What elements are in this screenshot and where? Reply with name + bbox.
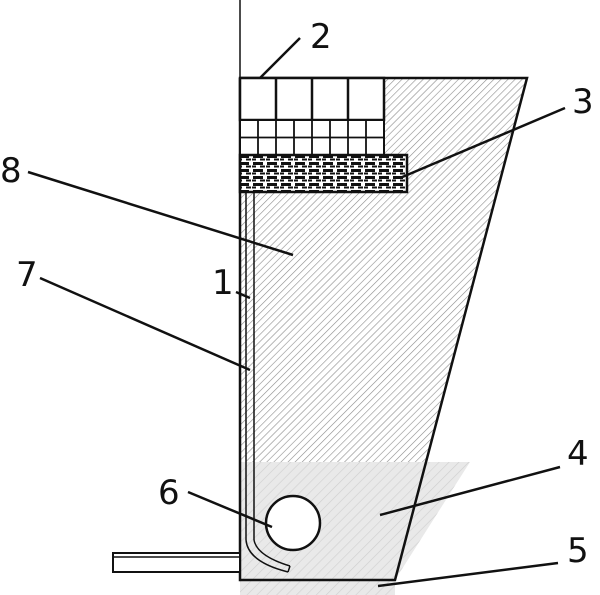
top-block-row <box>238 76 386 122</box>
leader-8 <box>27 170 294 257</box>
leader-6 <box>187 490 273 529</box>
membrane-sheet <box>245 192 291 573</box>
callout-7: 7 <box>16 255 38 295</box>
leader-1 <box>235 290 251 300</box>
callout-6: 6 <box>158 473 180 513</box>
grid-layer <box>239 119 385 156</box>
leader-3 <box>399 106 566 180</box>
callout-4: 4 <box>567 434 589 474</box>
leader-2 <box>259 37 301 79</box>
base-strip <box>240 578 395 595</box>
callout-2: 2 <box>310 17 332 57</box>
callout-5: 5 <box>567 531 589 571</box>
leader-7 <box>39 276 251 372</box>
brick-layer <box>238 153 409 194</box>
leader-4 <box>379 465 561 517</box>
body-outline <box>238 76 529 582</box>
callout-3: 3 <box>572 82 594 122</box>
external-slab <box>112 552 241 573</box>
backfill-body <box>240 78 527 580</box>
drain-pipe <box>264 494 322 552</box>
callout-1: 1 <box>212 263 234 303</box>
leader-lines <box>27 37 566 588</box>
callout-8: 8 <box>0 151 22 191</box>
leader-5 <box>377 561 559 588</box>
